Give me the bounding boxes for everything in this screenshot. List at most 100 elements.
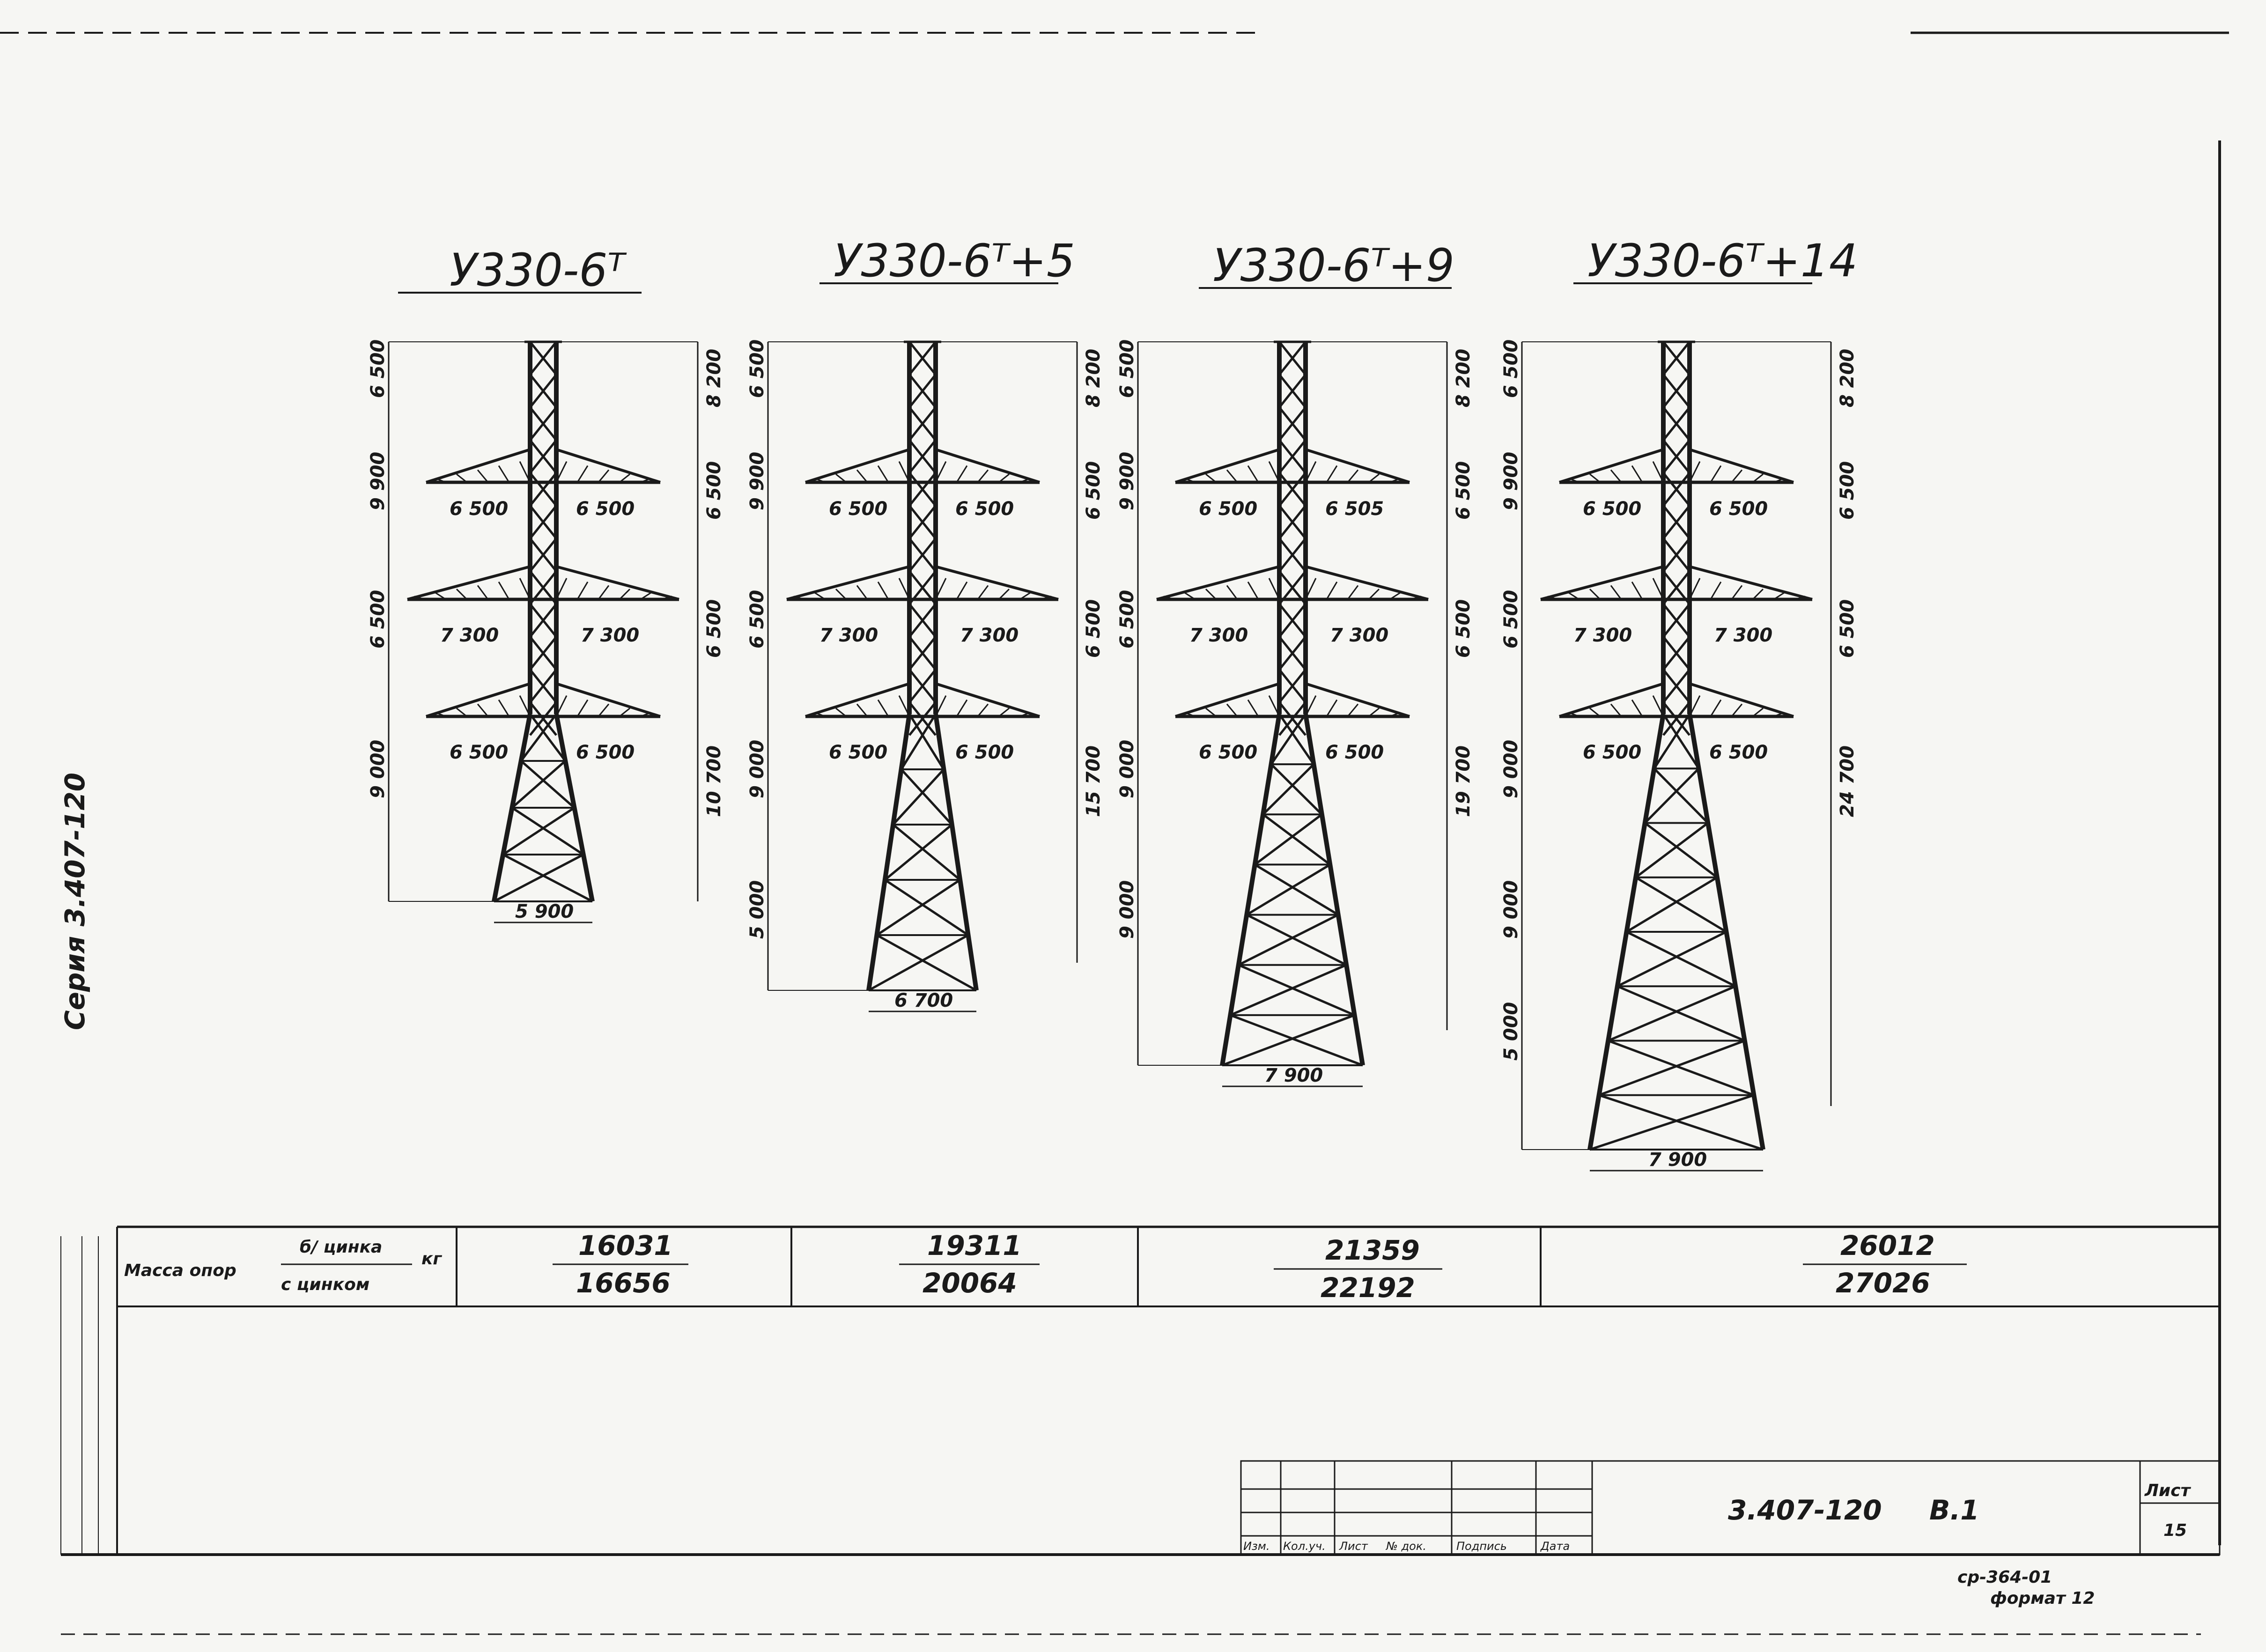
tower-1-mast-brace bbox=[529, 439, 557, 474]
tower-1-arm-mid-stay bbox=[407, 565, 531, 601]
tower-1-arm-top-stay bbox=[426, 448, 531, 484]
tower-4-arm-bot-right-label: 6 500 bbox=[1709, 742, 1768, 763]
tower-4-mast-brace bbox=[1662, 636, 1690, 671]
tower-4-arm-mid-lace bbox=[1689, 578, 1701, 600]
tower-2-mast-brace bbox=[908, 505, 937, 539]
tower-2-title: У330-6ᵀ+5 bbox=[834, 235, 1075, 287]
tower-2-arm-bot-lace bbox=[935, 695, 947, 717]
tower-1-arm-mid-lace bbox=[661, 596, 672, 600]
tower-1-arm-top-lace bbox=[435, 478, 446, 483]
tower-1-arm-bot-stay bbox=[426, 682, 531, 718]
mass-label-bottom: с цинком bbox=[281, 1275, 369, 1294]
tower-3-arm-mid-stay bbox=[1156, 565, 1280, 601]
tower-4-base-width: 7 900 bbox=[1648, 1149, 1707, 1171]
tower-4-arm-top-left-label: 6 500 bbox=[1583, 498, 1641, 520]
tower-3-leg-brace bbox=[1262, 813, 1331, 866]
tower-1-arm-mid-lace bbox=[477, 585, 489, 600]
tower-4-leg-brace bbox=[1616, 985, 1745, 1042]
tower-4-mast-brace bbox=[1662, 472, 1690, 507]
tower-3-arm-mid-lace bbox=[1368, 589, 1380, 600]
tower-2-arm-mid-lace bbox=[956, 581, 968, 600]
tower-2-arm-mid-stay bbox=[935, 565, 1059, 601]
tower-2-arm-top-left-label: 6 500 bbox=[829, 498, 887, 520]
stamp-col-5: Подпись bbox=[1456, 1540, 1507, 1553]
stamp-sheet-number: 15 bbox=[2163, 1521, 2187, 1540]
tower-1-arm-top-lace bbox=[619, 473, 630, 483]
tower-2-arm-bot-stay bbox=[935, 682, 1040, 718]
tower-4-leg-brace bbox=[1598, 1094, 1764, 1151]
tower-4-leg-brace bbox=[1662, 713, 1700, 769]
tower-4-title: У330-6ᵀ+14 bbox=[1587, 235, 1858, 287]
tower-4-arm-mid-lace bbox=[1589, 589, 1601, 600]
stamp-section: В.1 bbox=[1929, 1494, 1979, 1526]
tower-1-arm-mid-stay bbox=[556, 565, 679, 601]
tower-2-arm-mid-lace bbox=[1019, 592, 1031, 600]
tower-2-arm-mid-lace bbox=[793, 596, 805, 600]
tower-2-mass-top: 19311 bbox=[927, 1230, 1022, 1261]
tower-1-arm-top-stay bbox=[556, 448, 661, 484]
tower-3-arm-bot-lace bbox=[1226, 703, 1238, 717]
tower-3-arm-bot-lace bbox=[1305, 695, 1317, 717]
tower-4-arm-mid-lace bbox=[1631, 581, 1643, 600]
tower-4-leg-brace bbox=[1608, 1040, 1755, 1097]
tower-4-arm-mid-lace bbox=[1568, 592, 1580, 600]
tower-3-dim-right: 6 500 bbox=[1453, 461, 1474, 520]
tower-4-arm-bot-lace bbox=[1568, 712, 1580, 717]
tower-4-arm-bot-lace bbox=[1773, 712, 1785, 717]
tower-4-arm-top-lace bbox=[1689, 461, 1701, 483]
tower-2-arm-top-lace bbox=[814, 478, 826, 483]
tower-2-dim-right: 15 700 bbox=[1083, 745, 1104, 817]
tower-4-arm-bot-lace bbox=[1589, 708, 1601, 717]
tower-3-arm-mid-lace bbox=[1326, 581, 1338, 600]
tower-3-mast-brace bbox=[1278, 406, 1306, 441]
tower-1-title: У330-6ᵀ bbox=[450, 244, 627, 296]
stamp-col-1: Изм. bbox=[1243, 1540, 1270, 1553]
tower-1-base-width: 5 900 bbox=[515, 901, 574, 922]
tower-1-arm-bot-lace bbox=[576, 699, 589, 717]
tower-1-mast-brace bbox=[529, 701, 557, 736]
tower-3-mast-brace bbox=[1278, 472, 1306, 507]
tower-1-arm-mid-lace bbox=[456, 589, 468, 600]
tower-3-leg-brace bbox=[1238, 914, 1339, 966]
tower-2-arm-bot-lace bbox=[856, 703, 868, 717]
tower-4-arm-bot-lace bbox=[1689, 695, 1701, 717]
tower-2-base-width: 6 700 bbox=[894, 990, 953, 1011]
tower-1-leg-brace bbox=[511, 760, 566, 809]
tower-2-arm-bot-lace bbox=[877, 699, 889, 717]
tower-2-mast-brace bbox=[908, 636, 937, 671]
tower-1-arm-top-lace bbox=[576, 465, 589, 483]
tower-3-dim-right: 8 200 bbox=[1453, 349, 1474, 407]
tower-2-leg-brace bbox=[908, 713, 945, 770]
tower-4-leg-brace bbox=[1635, 822, 1709, 878]
tower-2-leg-left bbox=[866, 714, 912, 991]
tower-4-arm-top-lace bbox=[1710, 465, 1722, 483]
tower-3-mast-brace bbox=[1278, 636, 1306, 671]
tower-3-arm-top-left-label: 6 500 bbox=[1199, 498, 1257, 520]
tower-titles: У330-6ᵀ У330-6ᵀ+5 У330-6ᵀ+9 У330-6ᵀ+14 bbox=[398, 235, 1858, 296]
tower-1-mast-brace bbox=[529, 603, 557, 638]
tower-2-arm-top-lace bbox=[977, 469, 989, 483]
tower-2-dim-left: 6 500 bbox=[746, 339, 768, 398]
tower-4-mast-brace bbox=[1662, 701, 1690, 736]
tower-3-arm-top-lace bbox=[1347, 469, 1359, 483]
tower-1-arm-bot-lace bbox=[435, 712, 446, 717]
tower-2-arm-mid-lace bbox=[835, 589, 847, 600]
frame bbox=[0, 31, 2229, 1635]
tower-4-mast-brace bbox=[1662, 505, 1690, 539]
tower-4-arm-mid-lace bbox=[1710, 581, 1722, 600]
tower-3-leg-brace bbox=[1262, 763, 1315, 816]
tower-4-dim-right: 24 700 bbox=[1837, 745, 1858, 817]
tower-2-leg-right bbox=[933, 714, 979, 991]
tower-3-arm-mid-lace bbox=[1268, 578, 1280, 600]
mass-label-top: б/ цинка bbox=[300, 1238, 382, 1257]
tower-3-arm-mid-stay bbox=[1305, 565, 1429, 601]
tower-3-dim-right: 6 500 bbox=[1453, 599, 1474, 658]
tower-3-arm-bot-left-label: 6 500 bbox=[1199, 742, 1257, 763]
tower-1-mast-brace bbox=[529, 374, 557, 408]
tower-2-arm-bot-left-label: 6 500 bbox=[829, 742, 887, 763]
tower-4-arm-mid-right-label: 7 300 bbox=[1714, 625, 1772, 646]
tower-4-mast-brace bbox=[1662, 538, 1690, 572]
mass-label-left: Масса опор bbox=[124, 1261, 236, 1280]
tower-2-mast-brace bbox=[908, 701, 937, 736]
tower-1-arm-top-lace bbox=[640, 478, 651, 483]
